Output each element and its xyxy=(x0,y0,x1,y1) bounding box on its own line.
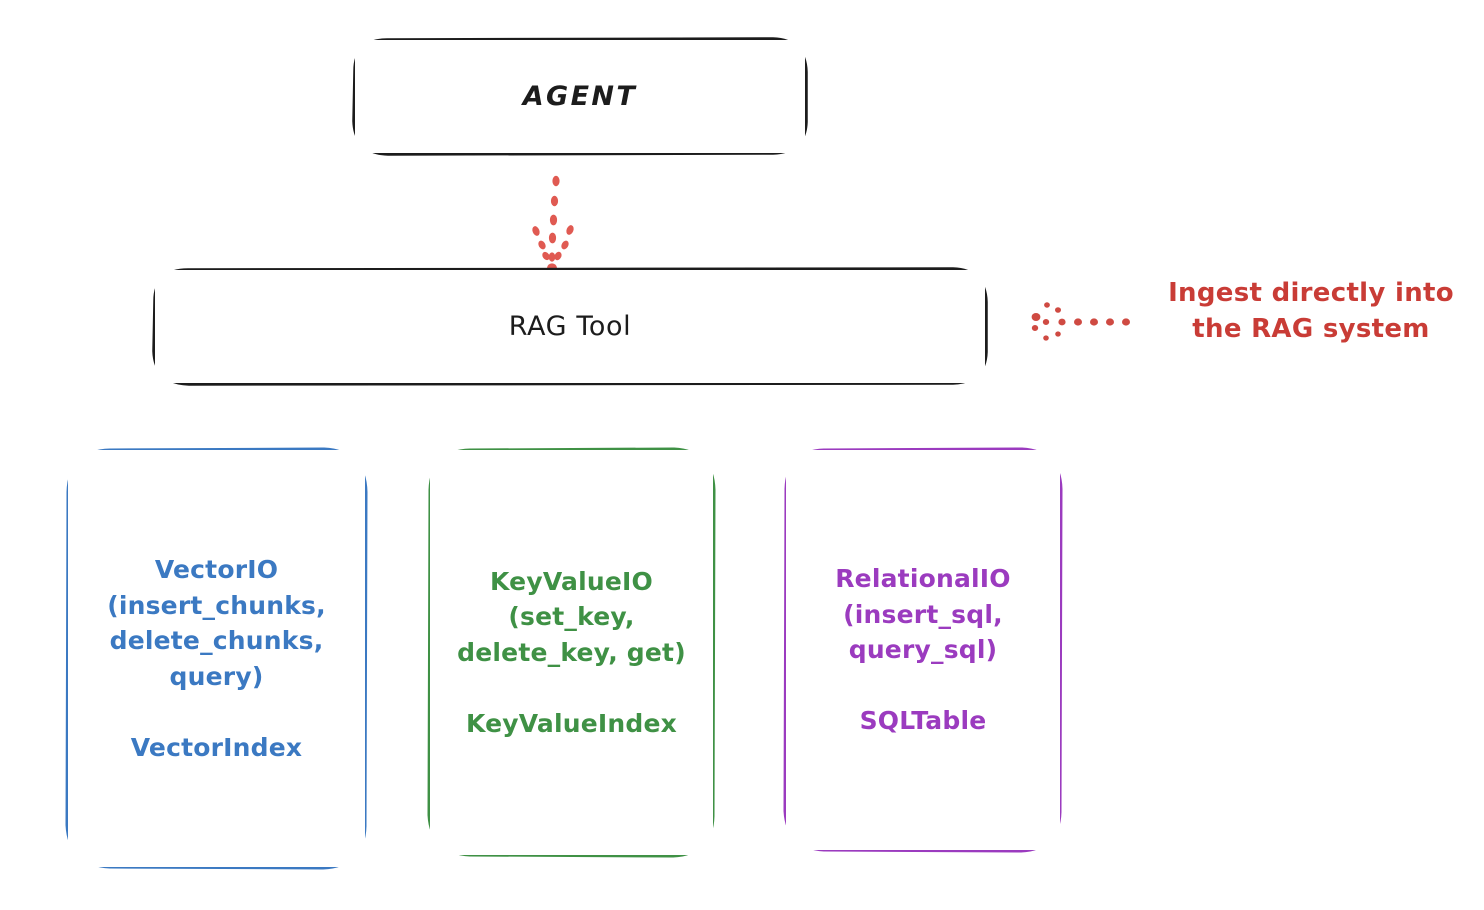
vector-io-label: VectorIO (insert_chunks, delete_chunks, … xyxy=(107,555,326,762)
rag-tool-node[interactable]: RAG Tool xyxy=(155,270,985,383)
vector-io-node[interactable]: VectorIO (insert_chunks, delete_chunks, … xyxy=(68,450,365,867)
relational-io-node[interactable]: RelationalIO (insert_sql, query_sql) SQL… xyxy=(786,450,1060,850)
relational-io-label: RelationalIO (insert_sql, query_sql) SQL… xyxy=(835,564,1011,736)
key-value-io-label: KeyValueIO (set_key, delete_key, get) Ke… xyxy=(457,566,686,738)
ingest-to-ragtool-arrow xyxy=(1031,302,1130,341)
ingest-annotation-text: Ingest directly into the RAG system xyxy=(1168,278,1454,344)
agent-node[interactable]: AGENT xyxy=(355,40,805,153)
agent-to-ragtool-arrow xyxy=(532,175,574,273)
key-value-io-node[interactable]: KeyValueIO (set_key, delete_key, get) Ke… xyxy=(430,450,713,855)
rag-tool-label: RAG Tool xyxy=(508,310,632,342)
agent-label: AGENT xyxy=(522,80,638,112)
